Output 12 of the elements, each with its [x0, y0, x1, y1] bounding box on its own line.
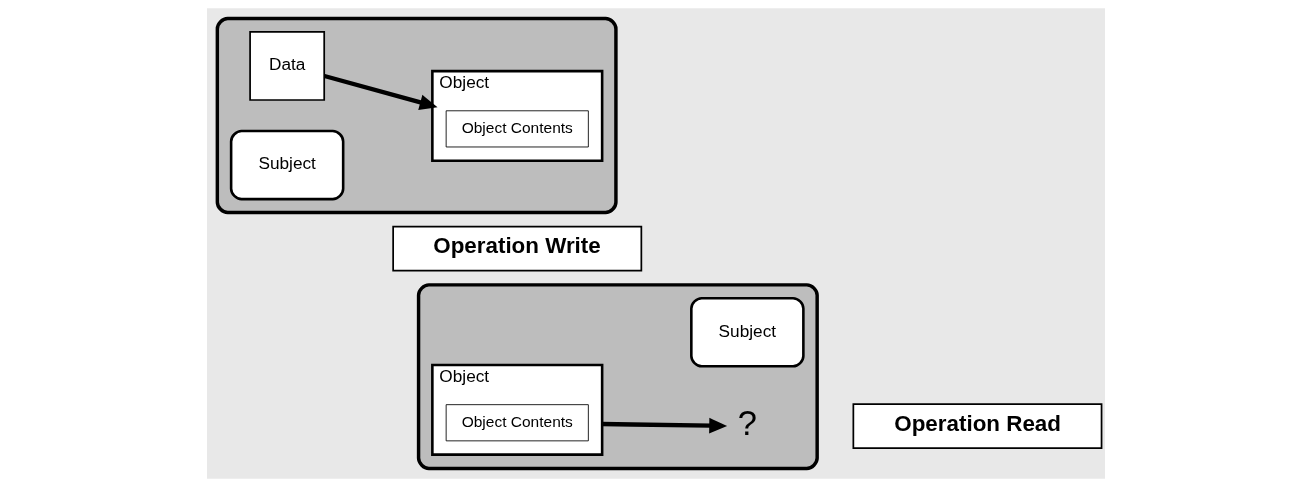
node-box: Data — [248, 31, 325, 101]
arrow — [601, 417, 727, 434]
arrow — [323, 73, 438, 110]
cluster — [215, 16, 618, 215]
node-box: Operation Read — [852, 403, 1102, 450]
node-text: ? — [737, 403, 757, 442]
node-box: Subject — [229, 129, 344, 201]
cluster — [416, 283, 819, 471]
node-box: Operation Write — [391, 225, 642, 272]
node-box: Object Contents — [445, 404, 589, 442]
node-box: Object Contents — [445, 110, 589, 148]
node-box: Subject — [689, 296, 805, 368]
